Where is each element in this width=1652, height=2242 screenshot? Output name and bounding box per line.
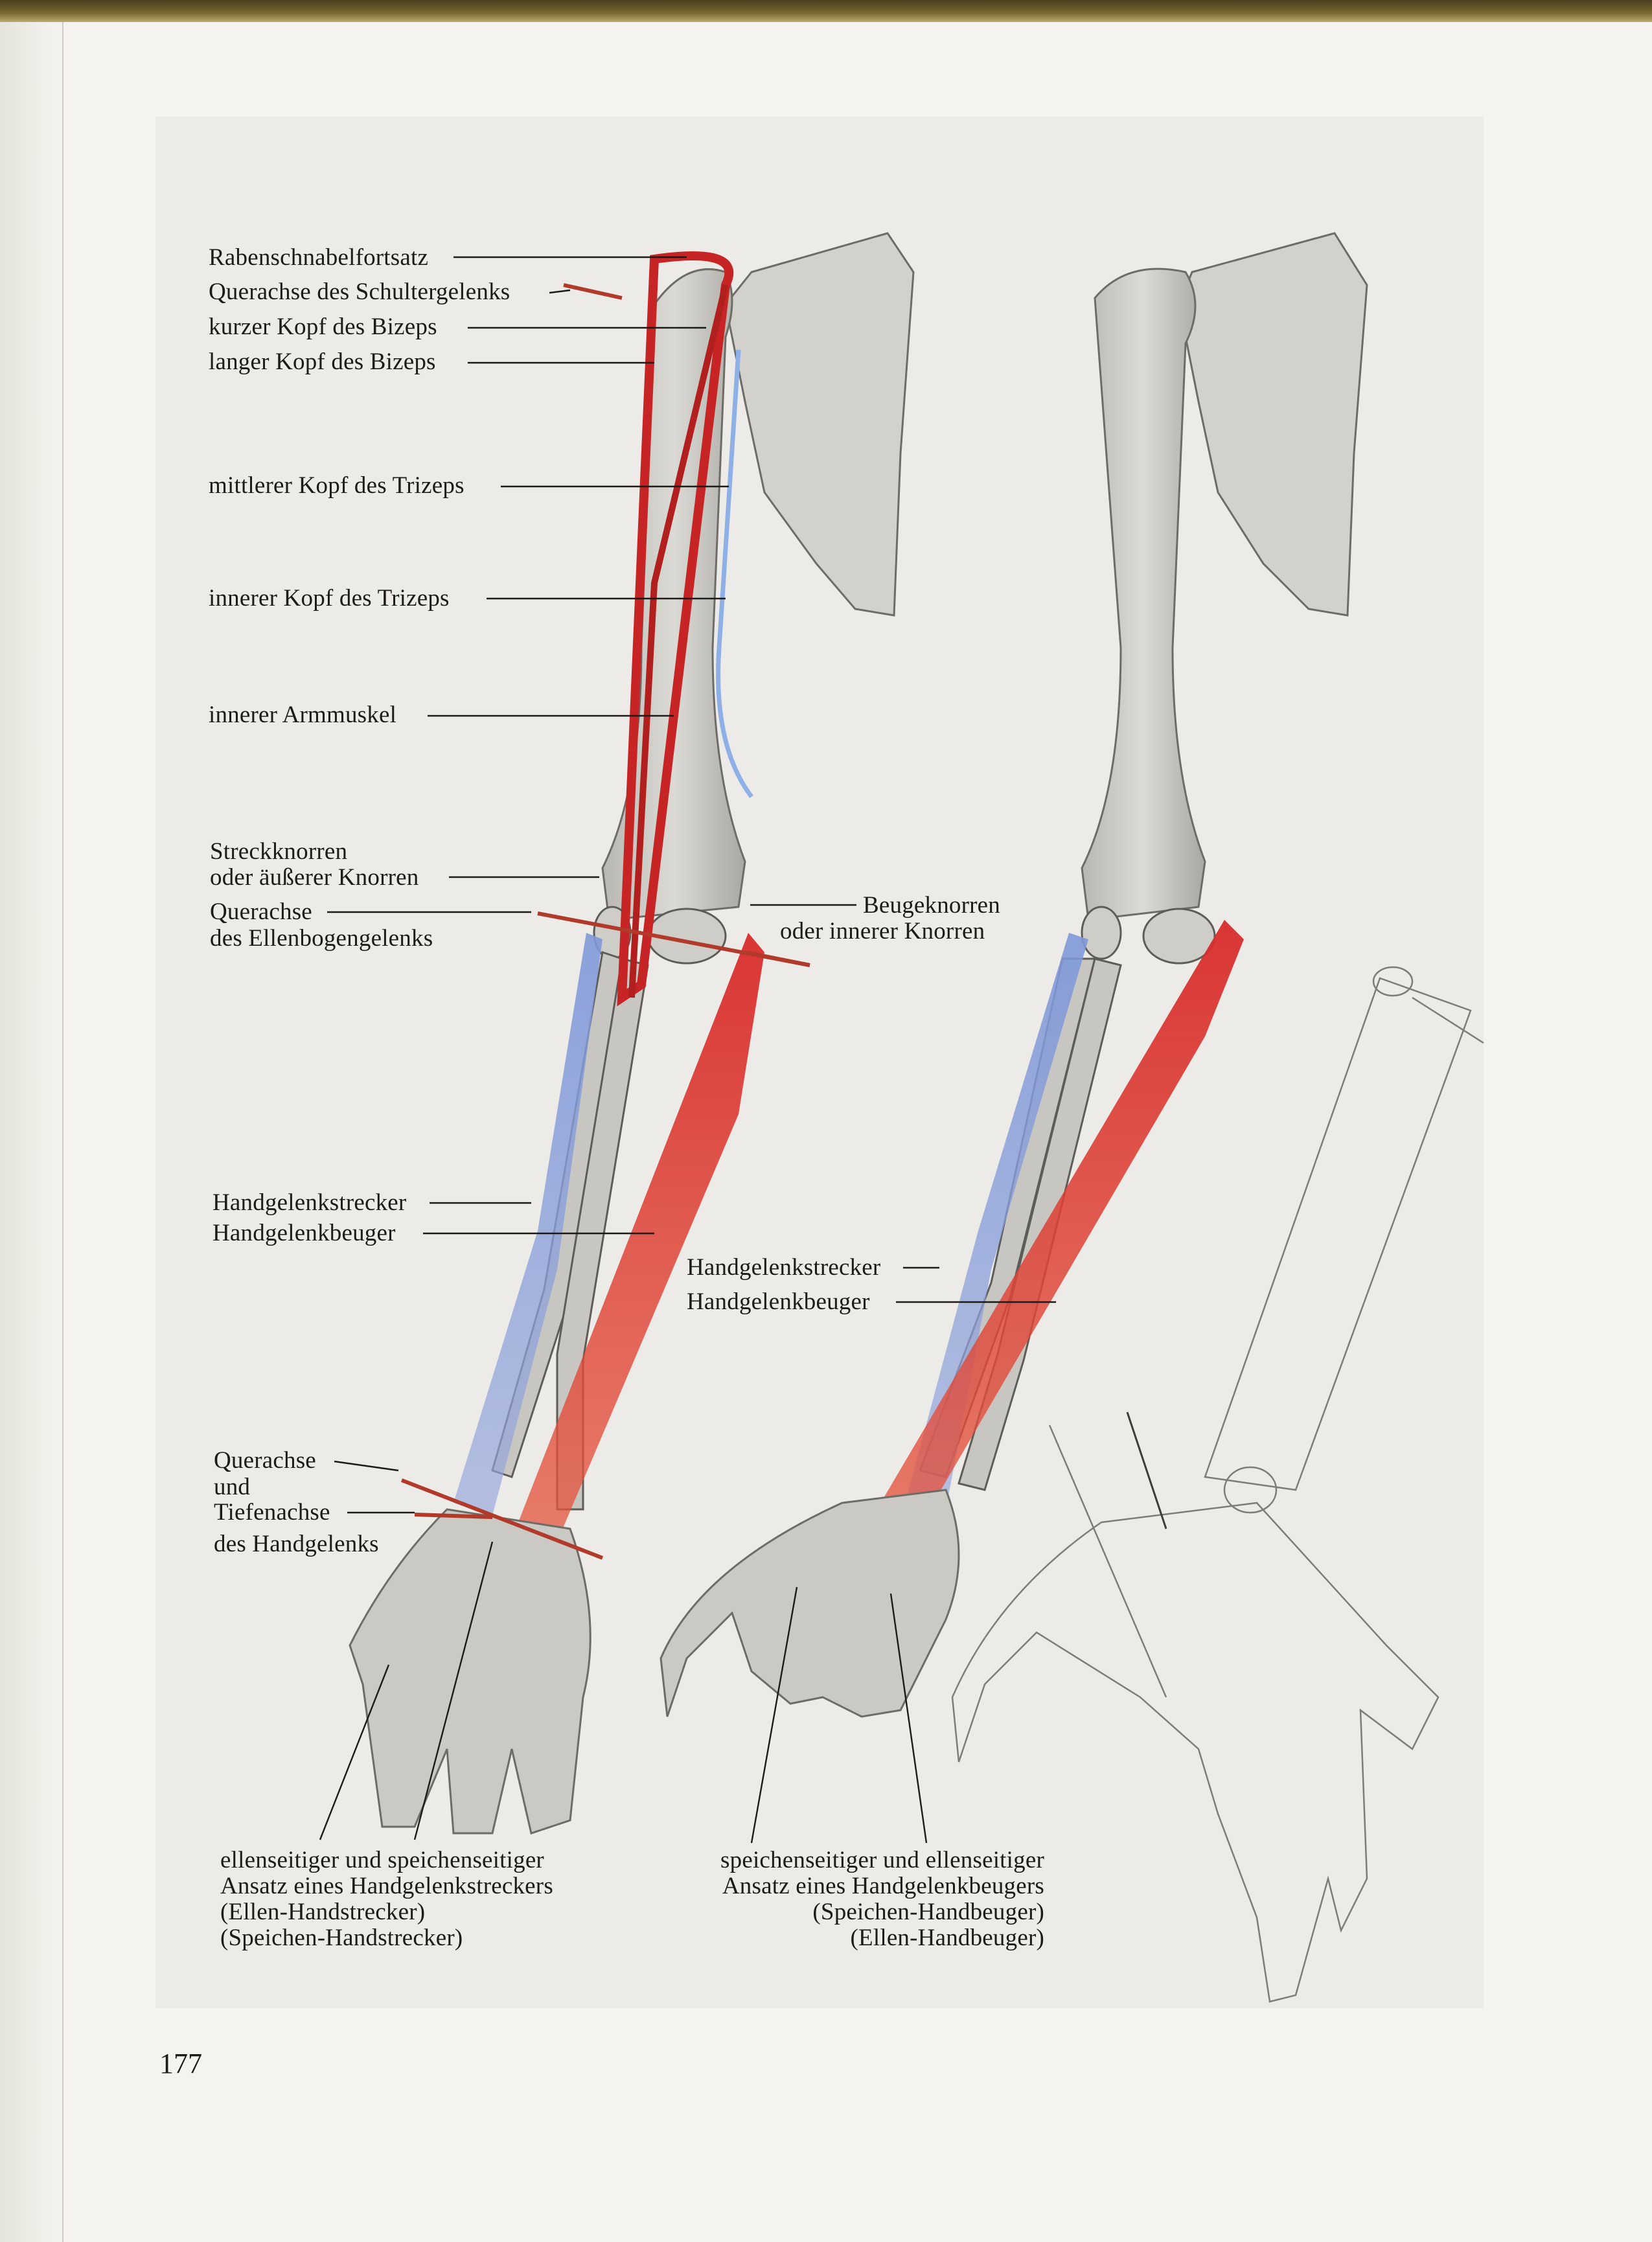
middle-scapula	[1178, 232, 1368, 617]
leader-wrist-querachse	[334, 1460, 399, 1472]
middle-wrist-extensor-muscle	[907, 933, 1088, 1509]
leader-left-caption-2	[413, 1541, 494, 1840]
middle-arm-figure	[660, 232, 1368, 1718]
label-wrist-querachse: Querachse	[214, 1447, 316, 1474]
leader-lines	[319, 256, 1056, 1844]
label-querachse-schultergelenk: Querachse des Schultergelenks	[209, 279, 511, 305]
label-langer-kopf-bizeps: langer Kopf des Bizeps	[209, 349, 436, 375]
label-rabenschnabelfortsatz: Rabenschnabelfortsatz	[209, 244, 429, 271]
caption-middle-line-2: Ansatz eines Handgelenkbeugers	[722, 1873, 1044, 1899]
left-triceps-lines	[716, 349, 753, 799]
leader-middle-caption-2	[889, 1593, 928, 1844]
caption-middle-line-4: (Ellen-Handbeuger)	[850, 1925, 1044, 1951]
leader-middle-caption-1	[750, 1586, 798, 1844]
left-hand	[349, 1508, 591, 1835]
label-wrist-und: und	[214, 1474, 251, 1500]
label-wrist-handgelenk: des Handgelenks	[214, 1531, 379, 1557]
label-left-handgelenkstrecker: Handgelenkstrecker	[212, 1189, 407, 1216]
label-aeusserer-knorren: oder äußerer Knorren	[210, 864, 419, 891]
caption-left-line-1: ellenseitiger und speichenseitiger	[220, 1847, 544, 1873]
right-hand-sketch	[951, 966, 1484, 2003]
label-beugeknorren: Beugeknorren	[863, 892, 1000, 919]
leader-querachse-schulter	[549, 289, 571, 294]
sketch-wrist-axis-pin	[1126, 1412, 1167, 1529]
middle-humerus	[1081, 268, 1206, 921]
label-middle-handgelenkbeuger: Handgelenkbeuger	[687, 1288, 870, 1315]
sketch-elbow-cylinder	[1372, 966, 1414, 997]
left-shoulder-axis-pin	[563, 283, 623, 300]
gutter-fold-line	[62, 22, 63, 2242]
left-wrist-axis-pin-1	[400, 1478, 604, 1560]
page-number: 177	[159, 2048, 202, 2079]
left-biceps-long-head	[617, 251, 734, 1007]
leader-left-caption-1	[319, 1664, 390, 1840]
label-mittlerer-kopf-trizeps: mittlerer Kopf des Trizeps	[209, 472, 465, 499]
left-wrist-flexor-muscle	[518, 933, 764, 1542]
label-middle-handgelenkstrecker: Handgelenkstrecker	[687, 1254, 881, 1281]
left-biceps-short-head	[628, 284, 729, 998]
label-wrist-tiefenachse: Tiefenachse	[214, 1499, 330, 1526]
sketch-guide-line-2	[1412, 996, 1484, 1044]
label-left-handgelenkbeuger: Handgelenkbeuger	[212, 1220, 396, 1246]
middle-elbow-axis-pin	[744, 950, 810, 967]
label-innerer-knorren: oder innerer Knorren	[780, 918, 985, 944]
label-querachse-ellenbogen: Querachse	[210, 898, 312, 925]
middle-elbow-capitulum	[1081, 906, 1122, 960]
sketch-forearm-outline	[1204, 977, 1472, 1491]
book-top-edge	[0, 0, 1652, 22]
page-gutter	[0, 22, 65, 2242]
sketch-wrist-cylinder	[1223, 1466, 1278, 1514]
caption-left-line-2: Ansatz eines Handgelenkstreckers	[220, 1873, 553, 1899]
label-kurzer-kopf-bizeps: kurzer Kopf des Bizeps	[209, 314, 437, 340]
label-innerer-kopf-trizeps: innerer Kopf des Trizeps	[209, 585, 450, 612]
left-wrist-extensor-muscle	[453, 933, 602, 1516]
caption-middle-line-1: speichenseitiger und ellenseitiger	[720, 1847, 1044, 1873]
middle-elbow-trochlea	[1142, 908, 1216, 965]
middle-hand	[660, 1489, 960, 1718]
caption-middle-line-3: (Speichen-Handbeuger)	[812, 1899, 1044, 1925]
label-innerer-armmuskel: innerer Armmuskel	[209, 702, 397, 728]
middle-wrist-flexor-muscle	[862, 920, 1244, 1548]
caption-left-line-4: (Speichen-Handstrecker)	[220, 1925, 463, 1951]
sketch-hand-outline	[951, 1502, 1440, 2003]
caption-left-line-3: (Ellen-Handstrecker)	[220, 1899, 426, 1925]
label-ellenbogengelenk: des Ellenbogengelenks	[210, 925, 433, 952]
left-scapula	[724, 232, 915, 617]
sketch-guide-line-1	[1048, 1424, 1167, 1698]
left-wrist-axis-pin-2	[414, 1513, 493, 1519]
label-streckknorren: Streckknorren	[210, 838, 348, 865]
